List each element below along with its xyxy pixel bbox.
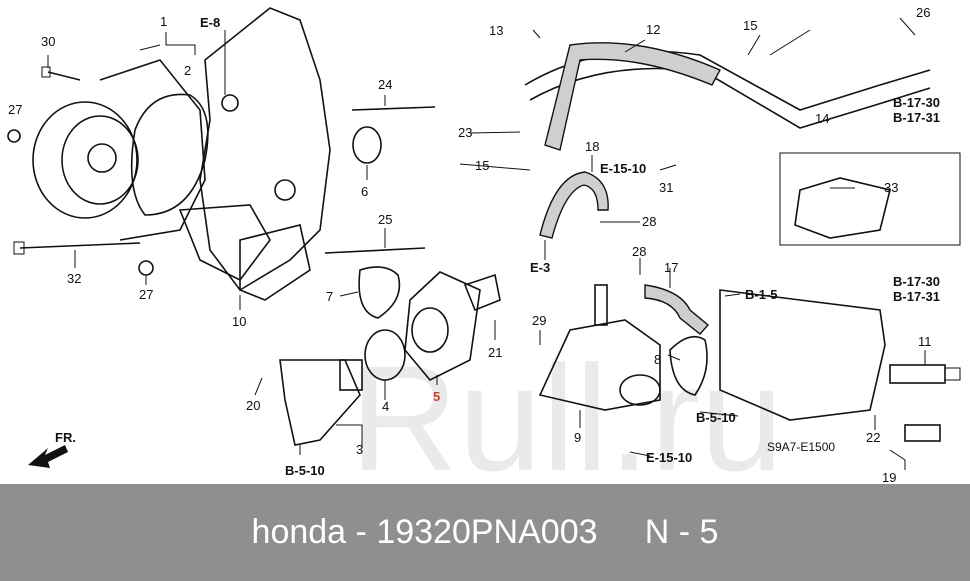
bolt-25-part (324, 247, 426, 254)
part-number: 19320PNA003 (376, 513, 598, 551)
callout-13: 13 (489, 23, 503, 38)
inset-box-33 (779, 152, 961, 246)
hose-18-part (539, 171, 609, 239)
pump-gasket-part (130, 93, 209, 216)
callout-12: 12 (646, 22, 660, 37)
callout-24: 24 (378, 77, 392, 92)
diagram-svg: Rull.ru (7, 5, 961, 502)
callout-11: 11 (918, 334, 932, 349)
bolt-30-part (41, 66, 81, 81)
ref-b17-30b: B-17-30 (893, 274, 940, 289)
callout-22: 22 (866, 430, 880, 445)
callout-23: 23 (458, 125, 472, 140)
diagram-code: S9A7-E1500 (767, 440, 835, 454)
bolt-32-part (13, 241, 141, 255)
diagram-ref: N - 5 (644, 513, 719, 551)
ref-b17-31b: B-17-31 (893, 289, 940, 304)
callout-9: 9 (574, 430, 581, 445)
thermostat-3-part (279, 359, 363, 446)
ref-b17-30a: B-17-30 (893, 95, 940, 110)
gasket-7-part (358, 266, 401, 319)
sensor-19-part (904, 424, 941, 442)
hose-12-part (544, 42, 721, 151)
callout-32: 32 (67, 271, 81, 286)
o-ring-6-part (352, 126, 382, 164)
callout-2: 2 (184, 63, 191, 78)
callout-29: 29 (532, 313, 546, 328)
callout-3: 3 (356, 442, 363, 457)
leader-lines (47, 17, 926, 470)
callout-17: 17 (664, 260, 678, 275)
water-outlet-9-part (538, 284, 661, 411)
ref-e3: E-3 (530, 260, 550, 275)
callout-7: 7 (326, 289, 333, 304)
ref-e15-10a: E-15-10 (600, 161, 646, 176)
brand-name: honda (251, 513, 347, 551)
callout-14: 14 (815, 111, 829, 126)
callout-19: 19 (882, 470, 896, 484)
ref-e8: E-8 (200, 15, 220, 30)
callout-27b: 27 (139, 287, 153, 302)
callout-15a: 15 (743, 18, 757, 33)
timing-cover-part (178, 7, 331, 301)
callout-33: 33 (884, 180, 898, 195)
ref-e15-10b: E-15-10 (646, 450, 692, 465)
callout-30: 30 (41, 34, 55, 49)
callout-8: 8 (654, 352, 661, 367)
callout-21: 21 (488, 345, 502, 360)
footer-bar: honda - 19320PNA003 N - 5 (0, 484, 970, 581)
callout-10: 10 (232, 314, 246, 329)
nut-27a-part (7, 129, 21, 143)
callout-31: 31 (659, 180, 673, 195)
callout-15b: 15 (475, 158, 489, 173)
callout-20: 20 (246, 398, 260, 413)
valve-33-part (794, 177, 891, 239)
bolt-24-part (351, 106, 436, 111)
water-pump-part (32, 59, 206, 241)
front-arrow: FR. (28, 430, 76, 468)
callout-26: 26 (916, 5, 930, 20)
cylinder-head-section (719, 289, 886, 421)
ref-b5-10a: B-5-10 (285, 463, 325, 478)
callout-27a: 27 (8, 102, 22, 117)
callout-6: 6 (361, 184, 368, 199)
watermark: Rull.ru (350, 334, 783, 484)
callout-28a: 28 (642, 214, 656, 229)
callout-5: 5 (433, 389, 440, 404)
ref-b5-10b: B-5-10 (696, 410, 736, 425)
caption-separator: - (355, 513, 367, 551)
callout-25: 25 (378, 212, 392, 227)
front-arrow-label: FR. (55, 430, 76, 445)
gasket-8-part (669, 335, 708, 396)
ref-b17-31a: B-17-31 (893, 110, 940, 125)
callout-28b: 28 (632, 244, 646, 259)
callout-1: 1 (160, 14, 167, 29)
exploded-diagram: Rull.ru (7, 5, 961, 502)
callout-4: 4 (382, 399, 389, 414)
ref-b1-5: B-1-5 (745, 287, 778, 302)
callout-18: 18 (585, 139, 599, 154)
hose-17-part (644, 284, 710, 335)
nut-27b-part (138, 260, 154, 276)
sensor-11-part (889, 364, 961, 384)
footer-caption: honda - 19320PNA003 N - 5 (0, 484, 970, 581)
